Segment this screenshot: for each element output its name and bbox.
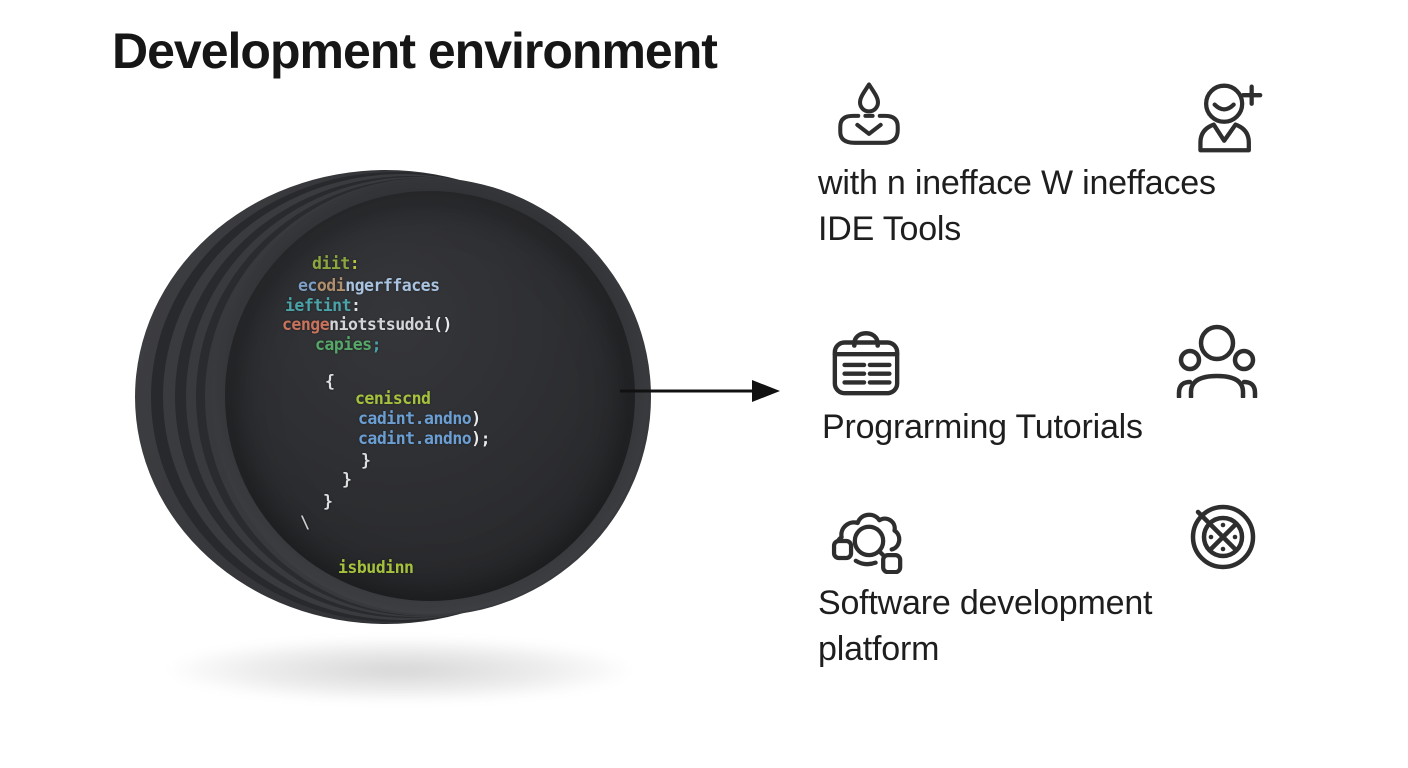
code-text: }: [361, 451, 371, 470]
code-text: ceniscnd: [355, 389, 431, 408]
code-text: ngerffaces: [345, 276, 440, 295]
disc-shadow: [168, 638, 632, 702]
code-disc-illustration: diit: ecodingerffaces ieftint: cengeniot…: [135, 168, 655, 630]
code-text: isbudinn: [338, 558, 414, 577]
code-text: capies: [315, 335, 372, 354]
right-arrow-icon: [620, 380, 780, 402]
code-text: );: [471, 429, 491, 448]
page-title: Development environment: [112, 23, 718, 79]
lesson-board-icon: [826, 324, 906, 398]
code-text: ): [471, 409, 481, 428]
disc-face: [225, 191, 635, 601]
code-text: :: [349, 254, 360, 273]
code-text: \: [300, 513, 310, 532]
code-text: (): [432, 315, 452, 334]
feature-label-line: Software development: [818, 584, 1153, 622]
code-text: {: [325, 372, 335, 391]
code-text: ;: [371, 335, 382, 354]
feature-label-line: Prograrming Tutorials: [822, 408, 1143, 446]
code-text: ieftint: [285, 296, 352, 315]
code-text: }: [323, 492, 333, 511]
feature-label-platform: Software development platform: [818, 580, 1153, 672]
people-group-icon: [1176, 320, 1258, 398]
feature-label-ide-tools: with n inefface W ineffaces IDE Tools: [818, 160, 1216, 252]
code-text: niotstsudoi: [329, 315, 433, 334]
code-text: odi: [316, 276, 346, 295]
code-text: diit: [312, 254, 350, 273]
code-text: cenge: [282, 315, 330, 334]
code-text: :: [351, 296, 361, 315]
feature-label-line: with n inefface W ineffaces: [818, 164, 1216, 202]
cloud-search-icon: [831, 506, 907, 574]
code-text: }: [342, 470, 352, 489]
feature-label-tutorials: Prograrming Tutorials: [822, 404, 1143, 450]
timer-gauge-icon: [1189, 503, 1257, 571]
feature-label-line: platform: [818, 630, 940, 668]
code-text: cadint.andno: [358, 429, 472, 448]
ink-drop-tray-icon: [833, 80, 905, 150]
disc-code-block: diit: ecodingerffaces ieftint: cengeniot…: [135, 168, 655, 630]
feature-label-line: IDE Tools: [818, 210, 962, 248]
code-text: ec: [298, 276, 317, 295]
code-text: cadint.andno: [358, 409, 472, 428]
add-user-icon: [1188, 80, 1266, 154]
